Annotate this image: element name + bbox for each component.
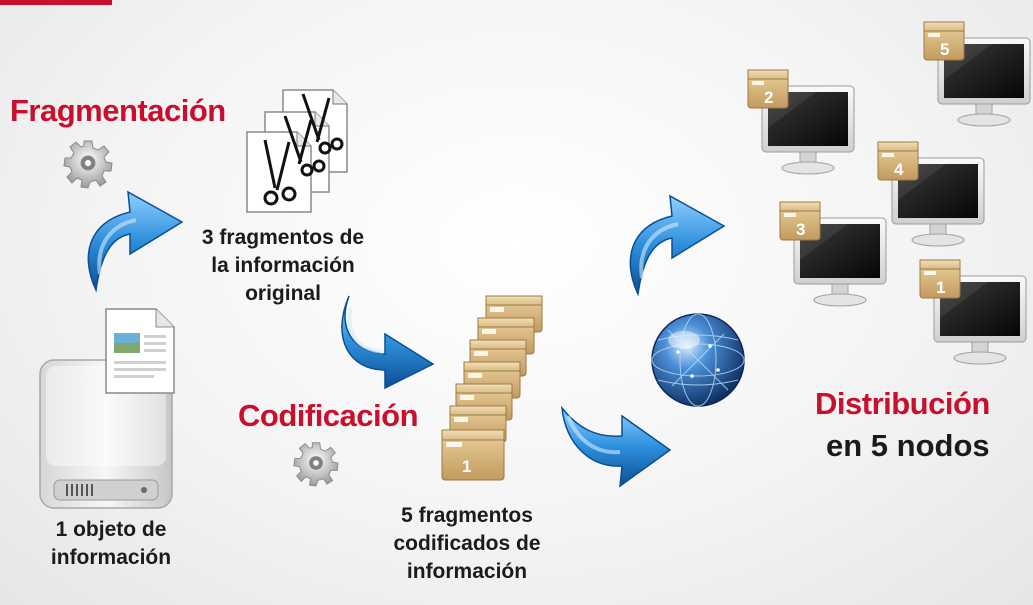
codificacion-title: Codificación	[238, 398, 419, 433]
curved-arrow-icon	[620, 182, 730, 302]
document-icon	[104, 307, 176, 400]
node-number: 4	[894, 160, 904, 179]
caption-line: original	[245, 282, 321, 305]
package-box-icon	[923, 21, 965, 61]
caption-line: 5 fragmentos	[401, 504, 533, 527]
package-box-icon: 1	[441, 429, 505, 481]
package-box-icon	[919, 259, 961, 299]
curved-arrow-icon	[560, 398, 672, 495]
node-number: 1	[936, 278, 945, 297]
fragments-caption: 3 fragmentos de la información original	[196, 224, 370, 308]
node: 2	[746, 68, 858, 183]
node: 4	[876, 140, 988, 255]
node-number: 3	[796, 220, 805, 239]
package-box-icon	[877, 141, 919, 181]
package-box-icon	[779, 201, 821, 241]
node: 3	[778, 200, 890, 315]
curved-arrow-icon	[335, 294, 435, 394]
encoded-box-number: 1	[462, 457, 471, 476]
node-number: 2	[764, 88, 773, 107]
caption-line: la información	[211, 254, 355, 277]
globe-icon	[648, 310, 748, 415]
caption-line: 3 fragmentos de	[201, 226, 365, 249]
object-caption: 1 objeto de información	[36, 516, 186, 572]
fragmentacion-title: Fragmentación	[10, 93, 226, 128]
distribucion-title: Distribución	[815, 386, 990, 421]
caption-line: 1 objeto de	[55, 518, 167, 541]
distribucion-subtitle: en 5 nodos	[826, 428, 990, 463]
node: 5	[922, 20, 1033, 135]
encoded-boxes-stack: 1	[438, 292, 550, 497]
node: 1	[918, 258, 1030, 373]
gear-icon	[63, 138, 113, 193]
caption-line: información	[50, 546, 172, 569]
curved-arrow-icon	[78, 178, 188, 298]
gear-icon	[293, 440, 339, 491]
caption-line: información	[406, 560, 528, 583]
caption-line: codificados de	[393, 532, 541, 555]
top-accent-bar	[0, 0, 112, 5]
package-box-icon	[747, 69, 789, 109]
node-number: 5	[940, 40, 949, 59]
encoded-caption: 5 fragmentos codificados de información	[378, 502, 556, 586]
fragments-documents	[243, 88, 358, 221]
scissors-icon	[263, 93, 344, 206]
